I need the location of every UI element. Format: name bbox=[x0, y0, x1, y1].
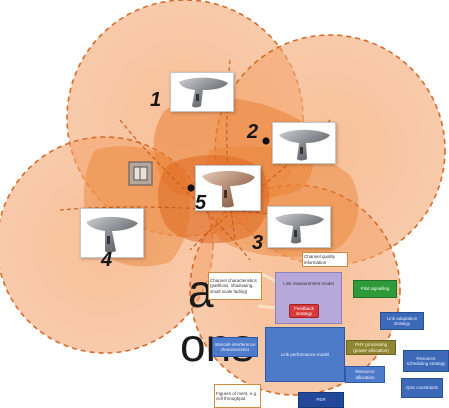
boundary-arc-c bbox=[226, 59, 236, 241]
node-label-4: 4 bbox=[101, 249, 113, 271]
link-performance-block: Link performance model bbox=[265, 327, 345, 382]
handheld-device-icon bbox=[179, 77, 228, 108]
resource-scheduling-block: Resource scheduling strategy bbox=[403, 350, 449, 372]
marker-dot-2 bbox=[262, 137, 270, 145]
intercell-interference-block: Intercell-interference characteristics bbox=[212, 337, 258, 357]
qos-constraints-block: QoS constraints bbox=[401, 378, 443, 398]
handheld-device-icon bbox=[275, 213, 324, 244]
handheld-device-icon bbox=[86, 216, 138, 253]
marker-dot-5 bbox=[187, 184, 195, 192]
device-card-2 bbox=[272, 122, 336, 164]
handheld-device-icon bbox=[202, 170, 255, 208]
device-card-5 bbox=[195, 165, 261, 211]
node-label-2: 2 bbox=[247, 121, 259, 143]
device-card-4 bbox=[80, 208, 144, 258]
resource-allocation-block: Resource allocation bbox=[345, 366, 385, 383]
device-card-3 bbox=[267, 206, 331, 248]
device-card-1 bbox=[170, 72, 234, 112]
node-label-1: 1 bbox=[150, 89, 162, 111]
base-station-icon bbox=[128, 161, 153, 186]
node-label-3: 3 bbox=[252, 232, 264, 254]
phy-processing-block: PHY processing (power allocation) bbox=[346, 340, 396, 355]
handheld-device-icon bbox=[279, 129, 330, 161]
channel-quality-block: Channel quality information bbox=[302, 252, 348, 267]
figures-of-merit-block: Figures of merit, e.g. cell throughput bbox=[214, 384, 261, 408]
node-label-5: 5 bbox=[195, 192, 207, 214]
channel-characteristics-block: Channel characteristics (pathloss, shado… bbox=[208, 272, 262, 300]
feedback-strategy-block: Feedback strategy bbox=[289, 304, 319, 318]
per-block: PER bbox=[298, 392, 344, 408]
pilot-signalling-block: Pilot signalling bbox=[353, 280, 397, 298]
link-adaptation-block: Link adaptation strategy bbox=[380, 312, 424, 330]
boundary-arc-a bbox=[119, 119, 251, 261]
